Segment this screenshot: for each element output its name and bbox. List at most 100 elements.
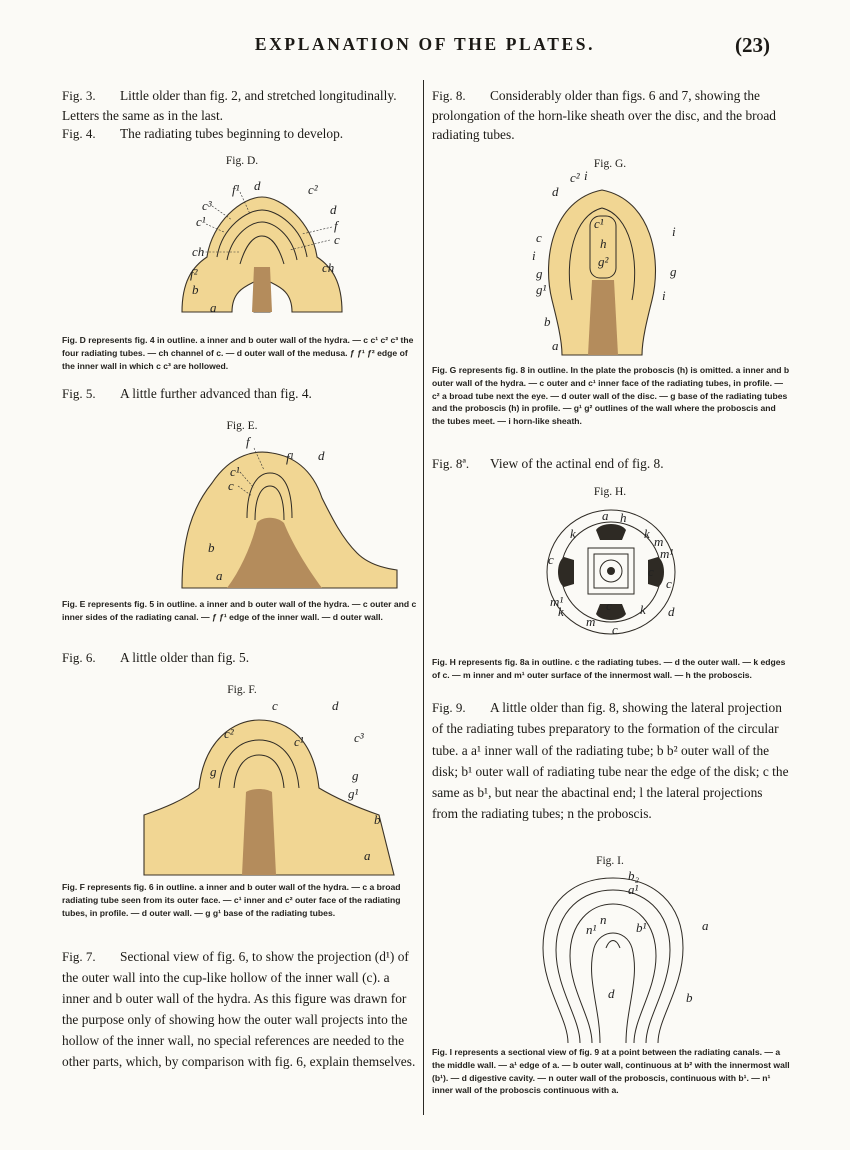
figH-label-k1: k xyxy=(570,526,576,541)
figE-stalk xyxy=(227,517,322,588)
fig8-paragraph: Fig. 8.Considerably older than figs. 6 a… xyxy=(432,86,790,145)
figD-label-d2: d xyxy=(330,202,337,217)
figG-tissue xyxy=(547,189,657,356)
figF-label-g-sup1: g¹ xyxy=(348,786,359,801)
figH-center xyxy=(607,567,615,575)
figD-title: Fig. D. xyxy=(225,155,259,167)
fig8a-label: Fig. 8ª. xyxy=(432,456,470,471)
figF-arc-inner xyxy=(233,754,285,789)
fig9-paragraph: Fig. 9.A little older than fig. 8, showi… xyxy=(432,697,790,825)
figE-label-a: a xyxy=(216,568,223,583)
column-divider xyxy=(423,80,424,1115)
figF-label-g1: g xyxy=(210,764,217,779)
figH-label-d: d xyxy=(668,604,675,619)
figH-inner-square xyxy=(593,553,629,589)
figF-label-a: a xyxy=(364,848,371,863)
figH-label-c-right: c xyxy=(648,564,654,579)
figD-arc-mid xyxy=(226,221,298,261)
figF-label-c2: c² xyxy=(224,726,235,741)
figG-label-c2: c² xyxy=(570,170,581,185)
figE-title: Fig. E. xyxy=(226,420,258,432)
figH-outer-wall xyxy=(546,509,676,635)
figE-caption: Fig. E represents fig. 5 in outline. a i… xyxy=(62,599,417,622)
figF-stalk xyxy=(242,789,276,875)
fig4-text: The radiating tubes beginning to develop… xyxy=(120,126,344,141)
figI-label-b: b xyxy=(686,990,693,1005)
figH-label-k4: k xyxy=(640,602,646,617)
figE-leader xyxy=(253,447,265,471)
figH-label-h: h xyxy=(620,510,627,525)
figH-label-m-bottom: m xyxy=(586,614,595,629)
figD-caption: Fig. D represents fig. 4 in outline. a i… xyxy=(62,335,414,371)
figG-label-g-right: g xyxy=(670,264,677,279)
figD-leader xyxy=(239,191,251,215)
figI-label-b2: b₂ xyxy=(628,868,640,883)
figF-label-d: d xyxy=(332,698,339,713)
figH-label-c-left: c xyxy=(548,552,554,567)
figG-proboscis xyxy=(589,215,617,279)
figI-outer-wall xyxy=(542,877,684,1044)
figE-cup-outer xyxy=(246,472,293,519)
figI-caption: Fig. I represents a sectional view of fi… xyxy=(432,1047,790,1096)
figH-tube-top xyxy=(596,524,626,540)
figE-label-f1: f¹ xyxy=(286,450,294,465)
figG-inner-outline xyxy=(568,207,636,301)
fig8a-paragraph: Fig. 8ª. View of the actinal end of fig. … xyxy=(432,454,790,474)
fig4-label: Fig. 4. xyxy=(62,126,96,141)
figH-square xyxy=(587,547,635,595)
figI-label-n1: n¹ xyxy=(586,922,597,937)
figE-leader xyxy=(239,471,255,489)
figG-drawing: c² i d c c¹ i h i g² g g g¹ i b a xyxy=(532,168,677,356)
figE-cup-inner xyxy=(254,485,285,521)
figD-leader xyxy=(211,205,233,221)
fig7-paragraph: Fig. 7.Sectional view of fig. 6, to show… xyxy=(62,946,418,1072)
figG-label-i4: i xyxy=(662,288,666,303)
figD-label-c1: c¹ xyxy=(196,214,206,229)
figH-label-m1-bottom: m¹ xyxy=(550,594,563,609)
figH-label-k3: k xyxy=(558,604,564,619)
figD-label-ch1: ch xyxy=(192,244,204,259)
figE-label-b: b xyxy=(208,540,215,555)
figH-tube-right xyxy=(648,557,664,587)
figF-label-b: b xyxy=(374,812,381,827)
figG-label-c: c xyxy=(536,230,542,245)
figE-label-c: c xyxy=(228,478,234,493)
fig5-paragraph: Fig. 5.A little further advanced than fi… xyxy=(62,384,418,404)
figG-label-i3: i xyxy=(532,248,536,263)
page-number: (23) xyxy=(735,33,770,57)
figH-tube-left xyxy=(558,557,574,587)
fig6-paragraph: Fig. 6.A little older than fig. 5. xyxy=(62,648,418,668)
figH-label-c-far: c xyxy=(666,576,672,591)
figH-label-c-sub: c xyxy=(612,622,618,637)
figF-label-c1: c¹ xyxy=(294,734,304,749)
figG-label-i1: i xyxy=(584,168,588,183)
fig3-text: Little older than fig. 2, and stretched … xyxy=(62,88,397,123)
figH-caption: Fig. H represents fig. 8a in outline. c … xyxy=(432,657,786,680)
figD-label-d1: d xyxy=(254,178,261,193)
figD-label-f2: f² xyxy=(190,266,199,281)
figI-label-a1: a¹ xyxy=(628,882,639,897)
figI-title: Fig. I. xyxy=(596,855,624,867)
figG-label-i2: i xyxy=(672,224,676,239)
figE-drawing: f f¹ d c¹ c b a xyxy=(181,434,398,589)
figG-label-b: b xyxy=(544,314,551,329)
figG-caption: Fig. G represents fig. 8 in outline. In … xyxy=(432,365,790,427)
figI-middle-wall xyxy=(555,889,671,1044)
fig8-label: Fig. 8. xyxy=(432,88,466,103)
figE-tissue xyxy=(181,451,398,589)
figE-leader xyxy=(237,485,253,497)
figD-drawing: f¹ d c³ c² d c¹ f c ch ch f² b a xyxy=(181,178,343,315)
fig8a-text: View of the actinal end of fig. 8. xyxy=(490,456,664,471)
figF-label-c: c xyxy=(272,698,278,713)
fig7-label: Fig. 7. xyxy=(62,949,96,964)
fig8-text: Considerably older than figs. 6 and 7, s… xyxy=(432,88,776,142)
figG-label-g-left: g xyxy=(536,266,543,281)
figF-label-g2: g xyxy=(352,768,359,783)
figG-title: Fig. G. xyxy=(593,158,627,170)
figG-label-d: d xyxy=(552,184,559,199)
figH-label-a: a xyxy=(602,508,609,523)
figD-label-c: c xyxy=(334,232,340,247)
figG-label-h: h xyxy=(600,236,607,251)
figH-proboscis xyxy=(599,559,623,583)
figH-title: Fig. H. xyxy=(593,486,627,498)
